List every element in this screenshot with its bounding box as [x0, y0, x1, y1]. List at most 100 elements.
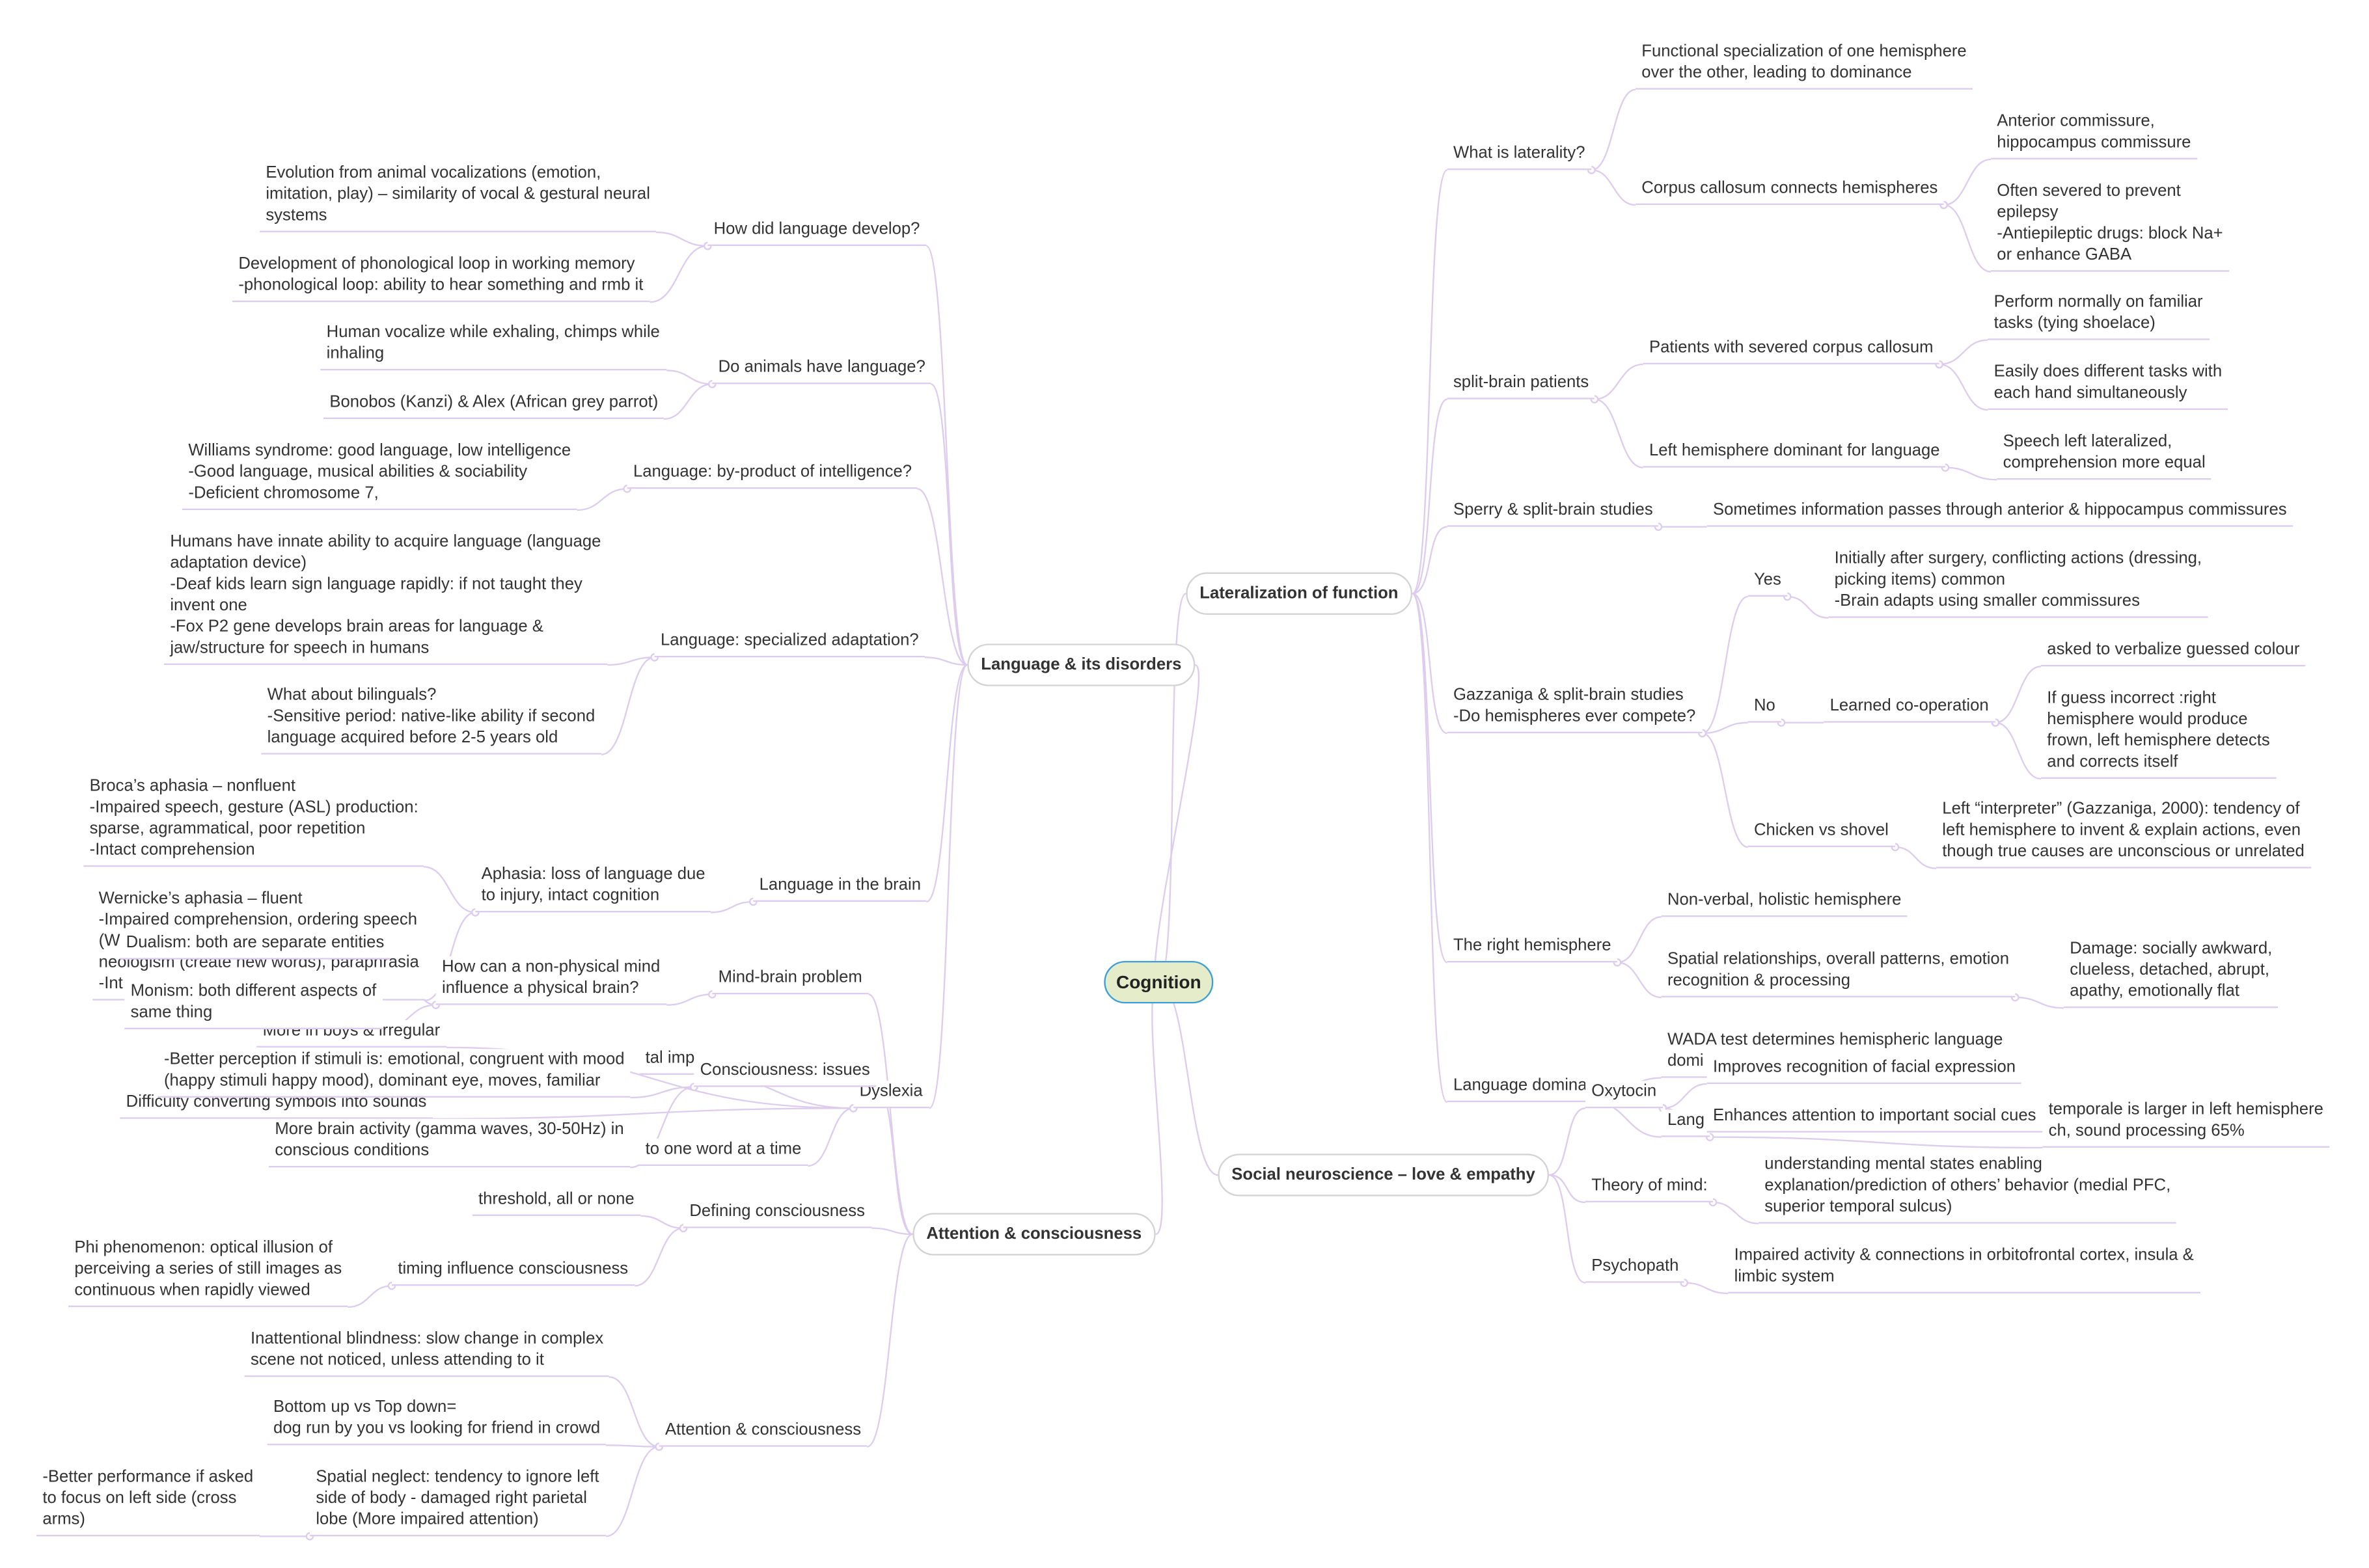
node-animals-language[interactable]: Do animals have language? — [712, 357, 932, 385]
connector-lw1 — [1591, 88, 1636, 171]
node-innate-ability[interactable]: Humans have innate ability to acquire la… — [163, 531, 607, 665]
node-vocalize[interactable]: Human vocalize while exhaling, chimps wh… — [320, 321, 666, 371]
node-inattentional-blindness[interactable]: Inattentional blindness: slow change in … — [244, 1328, 610, 1377]
node-severed-patients[interactable]: Patients with severed corpus callosum — [1643, 336, 1939, 364]
node-williams[interactable]: Williams syndrome: good language, low in… — [182, 440, 577, 510]
node-theory-of-mind[interactable]: Theory of mind: — [1585, 1174, 1714, 1202]
connector-lr21 — [2015, 996, 2064, 1009]
node-oxytocin[interactable]: Oxytocin — [1585, 1081, 1663, 1109]
node-language-develop[interactable]: How did language develop? — [707, 218, 926, 246]
node-planum-temporale[interactable]: temporale is larger in left hemisphere c… — [2042, 1099, 2330, 1148]
node-speech-lateralized[interactable]: Speech left lateralized, comprehension m… — [1997, 431, 2212, 480]
node-defining-consciousness[interactable]: Defining consciousness — [683, 1200, 871, 1228]
connector-so — [1548, 1107, 1586, 1176]
node-bottom-up-top-down[interactable]: Bottom up vs Top down= dog run by you vs… — [267, 1396, 607, 1446]
connector-lr2 — [1617, 962, 1662, 999]
connector-ai1 — [630, 1086, 694, 1099]
node-timing[interactable]: timing influence consciousness — [391, 1258, 635, 1286]
branch-language[interactable]: Language & its disorders — [967, 643, 1196, 686]
connector-gdy — [929, 664, 968, 1109]
node-bilinguals[interactable]: What about bilinguals? -Sensitive period… — [261, 684, 601, 755]
central-topic[interactable]: Cognition — [1104, 960, 1214, 1004]
connector-ls12 — [1939, 363, 1988, 411]
node-perform-normally[interactable]: Perform normally on familiar tasks (tyin… — [1988, 291, 2209, 340]
node-mental-states[interactable]: understanding mental states enabling exp… — [1758, 1154, 2177, 1224]
node-right-hemisphere[interactable]: The right hemisphere — [1447, 935, 1617, 963]
node-aphasia[interactable]: Aphasia: loss of language due to injury,… — [475, 863, 711, 913]
node-attention-consciousness[interactable]: Attention & consciousness — [659, 1419, 868, 1447]
node-info-passes[interactable]: Sometimes information passes through ant… — [1706, 499, 2293, 527]
node-consciousness-issues[interactable]: Consciousness: issues — [694, 1059, 877, 1087]
node-verbalize-colour[interactable]: asked to verbalize guessed colour — [2040, 639, 2306, 667]
connector-lgy1 — [1787, 595, 1829, 619]
node-monism[interactable]: Monism: both different aspects of same t… — [124, 980, 383, 1029]
node-what-is-laterality[interactable]: What is laterality? — [1447, 142, 1591, 170]
node-spatial-neglect[interactable]: Spatial neglect: tendency to ignore left… — [309, 1466, 605, 1537]
node-mind-brain[interactable]: Mind-brain problem — [712, 967, 869, 995]
connector-lan — [1154, 664, 1200, 983]
node-gamma-waves[interactable]: More brain activity (gamma waves, 30-50H… — [268, 1118, 630, 1168]
node-better-perception[interactable]: -Better perception if stimuli is: emotio… — [157, 1049, 631, 1098]
connector-att — [1151, 981, 1163, 1236]
node-dualism[interactable]: Dualism: both are separate entities — [120, 932, 390, 960]
node-spatial-relationships[interactable]: Spatial relationships, overall patterns,… — [1661, 949, 2016, 997]
node-left-dominant[interactable]: Left hemisphere dominant for language — [1643, 440, 1946, 468]
node-psychopath[interactable]: Psychopath — [1585, 1255, 1685, 1283]
node-language-brain[interactable]: Language in the brain — [753, 874, 927, 902]
node-commissures[interactable]: Anterior commissure, hippocampus commiss… — [1990, 111, 2197, 159]
node-non-physical-mind[interactable]: How can a non-physical mind influence a … — [435, 956, 666, 1005]
connector-gs1 — [607, 656, 655, 666]
node-one-word[interactable]: to one word at a time — [639, 1138, 808, 1166]
node-non-verbal[interactable]: Non-verbal, holistic hemisphere — [1661, 889, 1908, 917]
node-sperry[interactable]: Sperry & split-brain studies — [1447, 499, 1660, 527]
connector-gb1 — [577, 488, 627, 511]
node-evolution[interactable]: Evolution from animal vocalizations (emo… — [259, 162, 657, 232]
node-learned-cooperation[interactable]: Learned co-operation — [1824, 695, 1995, 723]
connector-ad21 — [348, 1285, 392, 1308]
connector-sp — [1548, 1174, 1586, 1284]
connector-ai — [875, 1086, 913, 1236]
connector-lr1 — [1617, 916, 1662, 964]
node-different-tasks[interactable]: Easily does different tasks with each ha… — [1988, 361, 2228, 410]
node-threshold[interactable]: threshold, all or none — [472, 1188, 641, 1216]
node-byproduct[interactable]: Language: by-product of intelligence? — [627, 461, 918, 489]
connector-gdy2 — [432, 1107, 854, 1120]
connector-ls1 — [1594, 363, 1643, 400]
connector-ad — [871, 1227, 913, 1236]
node-severed-epilepsy[interactable]: Often severed to prevent epilepsy -Antie… — [1990, 180, 2230, 272]
node-visual-impairment[interactable]: tal imp — [639, 1047, 701, 1075]
node-guess-incorrect[interactable]: If guess incorrect :right hemisphere wou… — [2040, 687, 2277, 779]
node-better-performance[interactable]: -Better performance if asked to focus on… — [36, 1466, 260, 1537]
connector-sp1 — [1684, 1282, 1729, 1295]
branch-social-neuroscience[interactable]: Social neuroscience – love & empathy — [1218, 1154, 1549, 1196]
node-language-dominance[interactable]: Language domina — [1447, 1074, 1593, 1102]
node-social-cues[interactable]: Enhances attention to important social c… — [1706, 1105, 2042, 1133]
node-yes[interactable]: Yes — [1747, 569, 1788, 597]
branch-lateralization[interactable]: Lateralization of function — [1186, 572, 1412, 615]
connector-lw22 — [1943, 204, 1992, 273]
node-interpreter[interactable]: Left “interpreter” (Gazzaniga, 2000): te… — [1936, 798, 2311, 869]
node-chicken-shovel[interactable]: Chicken vs shovel — [1747, 819, 1895, 847]
connector-ls — [1412, 398, 1448, 595]
node-corpus-callosum[interactable]: Corpus callosum connects hemispheres — [1635, 177, 1944, 205]
node-damage[interactable]: Damage: socially awkward, clueless, deta… — [2063, 938, 2279, 1008]
node-split-brain[interactable]: split-brain patients — [1447, 372, 1595, 399]
node-phonological-loop[interactable]: Development of phonological loop in work… — [232, 253, 650, 303]
node-no[interactable]: No — [1747, 695, 1782, 723]
connector-gbr — [925, 664, 968, 903]
node-broca[interactable]: Broca’s aphasia – nonfluent -Impaired sp… — [83, 776, 425, 867]
node-phi-phenomenon[interactable]: Phi phenomenon: optical illusion of perc… — [68, 1237, 348, 1307]
node-specialized-adaptation[interactable]: Language: specialized adaptation? — [654, 630, 925, 658]
connector-gs2 — [601, 656, 655, 755]
node-lang[interactable]: Lang — [1661, 1109, 1711, 1137]
connector-lw21 — [1943, 158, 1992, 206]
node-impaired-activity[interactable]: Impaired activity & connections in orbit… — [1728, 1245, 2200, 1293]
node-bonobos[interactable]: Bonobos (Kanzi) & Alex (African grey par… — [323, 391, 664, 419]
node-facial-expression[interactable]: Improves recognition of facial expressio… — [1706, 1056, 2022, 1084]
node-conflicting-actions[interactable]: Initially after surgery, conflicting act… — [1828, 548, 2208, 618]
connector-lgy — [1702, 595, 1748, 735]
branch-attention[interactable]: Attention & consciousness — [912, 1213, 1156, 1256]
node-laterality-definition[interactable]: Functional specialization of one hemisph… — [1635, 40, 1973, 90]
node-gazzaniga[interactable]: Gazzaniga & split-brain studies -Do hemi… — [1447, 684, 1702, 733]
